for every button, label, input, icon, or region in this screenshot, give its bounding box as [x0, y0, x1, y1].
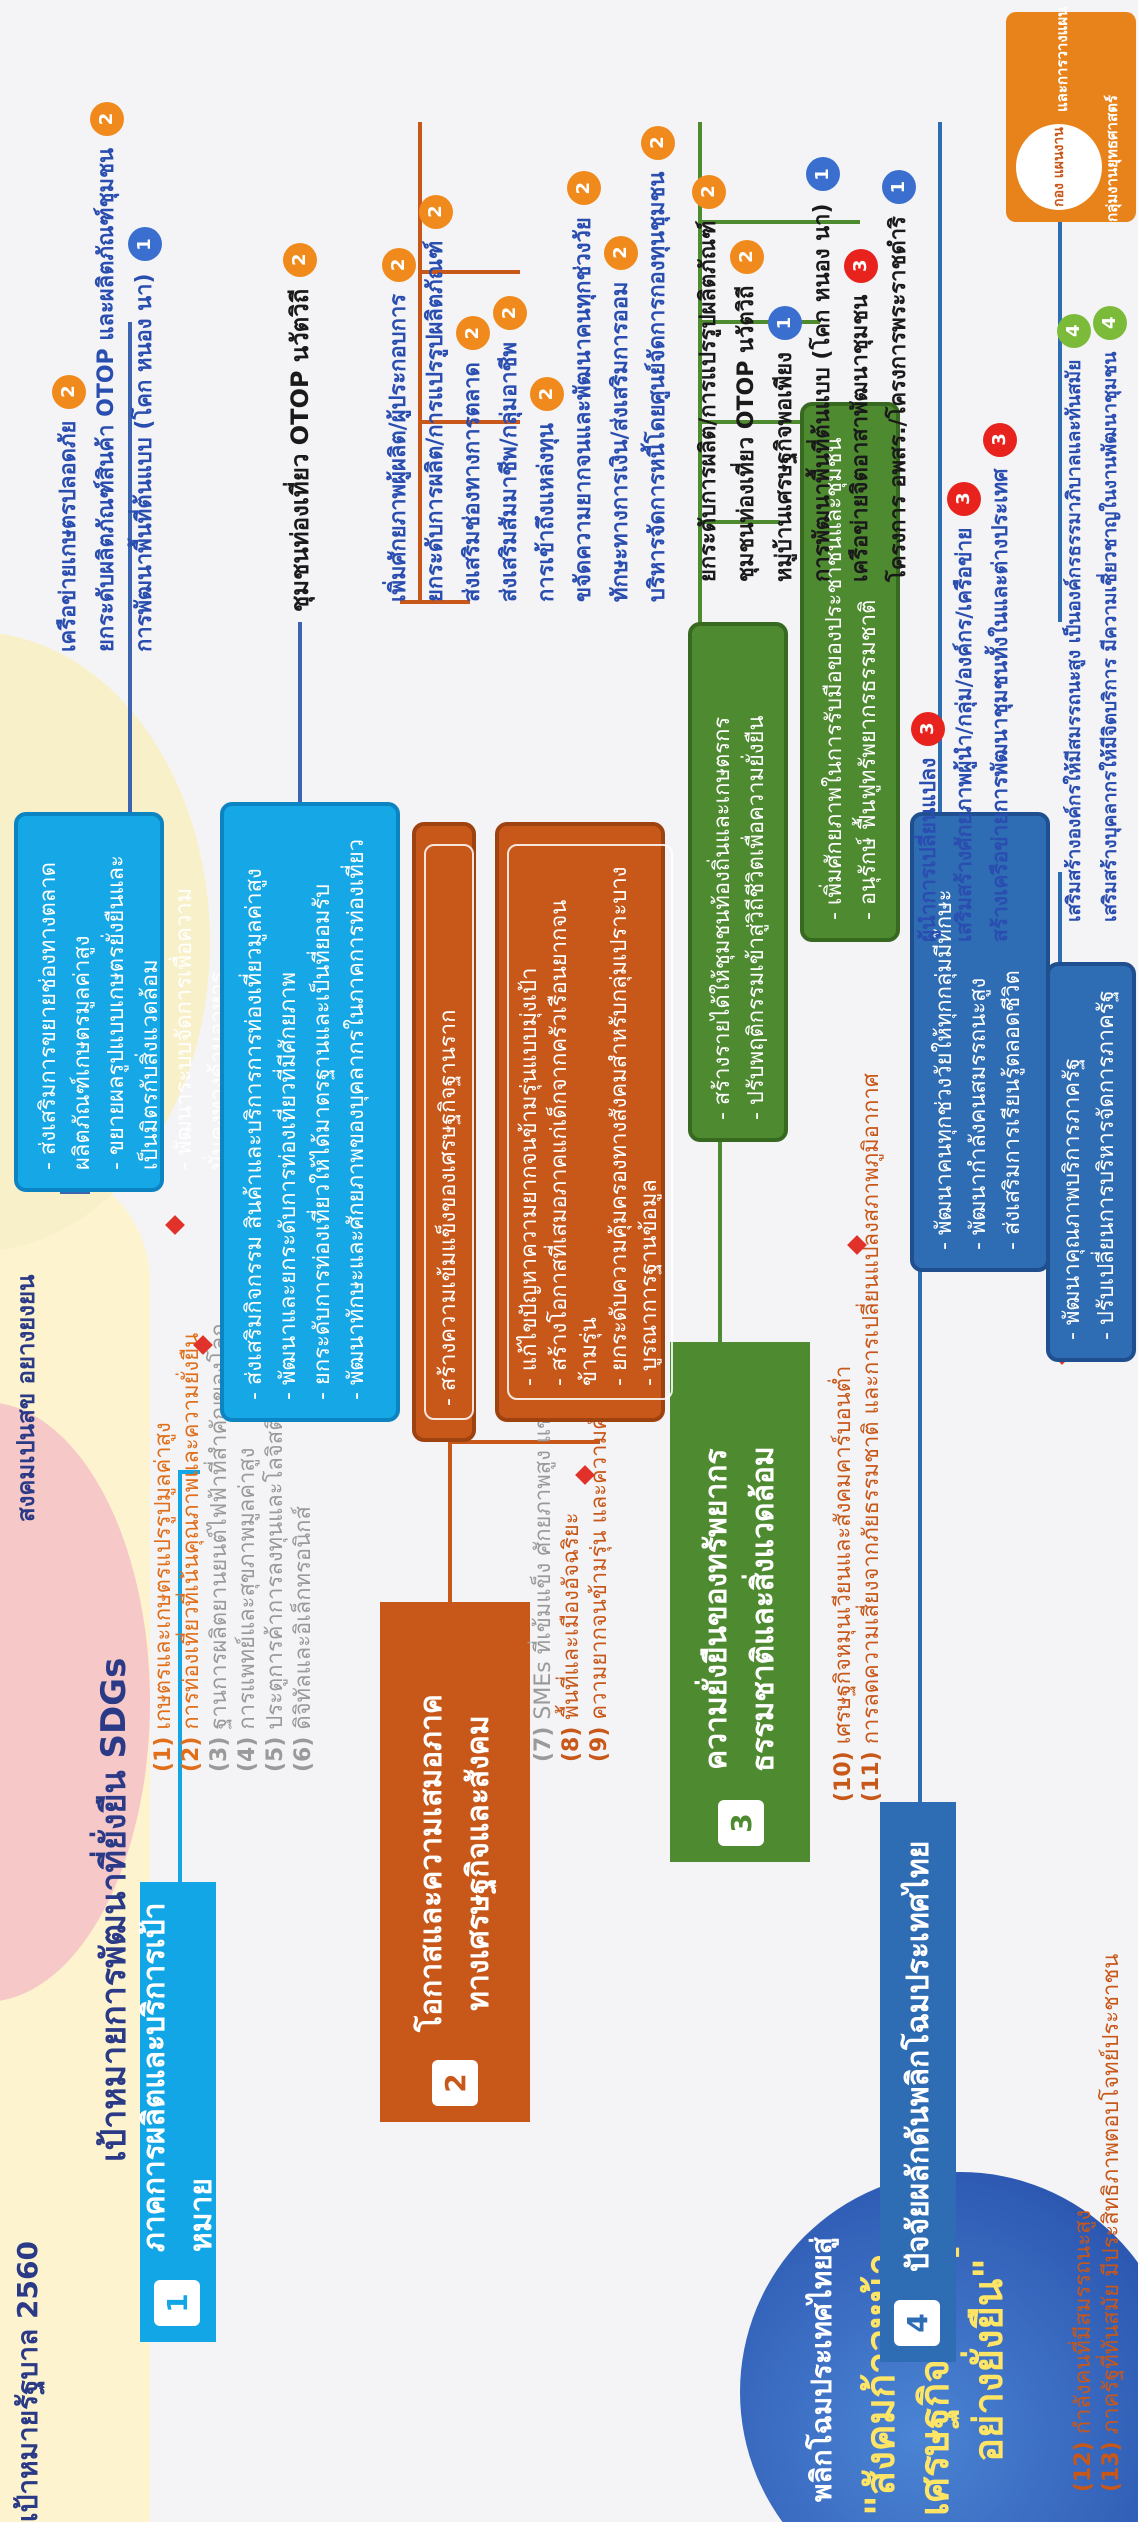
output-item: ชุมชนท่องเที่ยว OTOP นวัตวิถี2 [280, 242, 319, 612]
badge-3: 3 [911, 711, 945, 746]
box-line: - ส่งเสริมการขยายช่องทางตลาดผลิตภัณฑ์เกษ… [36, 862, 95, 1170]
badge-2: 2 [566, 171, 601, 206]
badge-2: 2 [529, 377, 564, 412]
goal-item: (10) เศรษฐกิจหมุนเวียนและสังคมคาร์บอนต่ำ [831, 1365, 856, 1802]
strategy-1-box-b: - ส่งเสริมกิจกรรม สินค้าและบริการการท่อง… [220, 802, 400, 1422]
strategy-1-bar: 1 ภาคการผลิตและบริการเป้าหมาย [137, 1882, 219, 2342]
box-line: - ยกระดับการท่องเที่ยวให้ได้มาตรฐานและเป… [310, 883, 335, 1400]
output-item: ชุมชนท่องเที่ยว OTOP นวัตวิถี2 [728, 157, 766, 582]
output-item: สร้างเครือข่ายการพัฒนาชุมชนทั้งในและต่าง… [982, 422, 1018, 942]
strategy-2-bar: 2 โอกาสและความเสมอภาค ทางเศรษฐกิจและสังค… [380, 1602, 530, 2122]
strategy-1-number: 1 [154, 2280, 200, 2326]
logo-caption-2: และการวางแผน [1053, 6, 1071, 112]
box-line: - ยกระดับความคุ้มครองทางสังคมสำหรับกลุ่ม… [607, 866, 632, 1386]
strategy-4-number: 4 [894, 2300, 940, 2346]
badge-1: 1 [128, 227, 162, 262]
badge-4: 4 [1093, 305, 1127, 340]
box-line: - ส่งเสริมกิจกรรม สินค้าและบริการการท่อง… [242, 868, 267, 1400]
output-item: ยกระดับการผลิต/การแปรรูปผลิตภัณฑ์2 [417, 126, 454, 602]
strategy-3-title-line2: ธรรมชาติและสิ่งแวดล้อม [746, 1446, 781, 1772]
box-line: - แก้ไขปัญหาความยากจนข้ามรุ่นแบบมุ่งเป้า [517, 967, 542, 1386]
badge-2: 2 [52, 374, 86, 409]
logo-mark: กอง แผนงาน [1016, 124, 1102, 210]
logo-caption-1: กลุ่มงานยุทธศาสตร์ [1103, 95, 1121, 222]
badge-3: 3 [947, 481, 981, 516]
goal-item: (13) ภาครัฐที่ทันสมัย มีประสิทธิภาพตอบโจ… [1099, 1953, 1124, 2492]
output-item: เสริมสร้างศักยภาพผู้นำ/กลุ่ม/องค์กร/เครื… [946, 423, 982, 942]
strategy-3-title: ความยั่งยืนของทรัพยากร [699, 1448, 734, 1770]
goal-item: (2) การท่องเที่ยวที่เน้นคุณภาพและความยั่… [179, 1332, 204, 1772]
strategy-1-box-a: - ส่งเสริมการขยายช่องทางตลาดผลิตภัณฑ์เกษ… [14, 812, 231, 1192]
output-item: การพัฒนาพื้นที่ต้นแบบ (โคก หนอง นา)1 [126, 102, 164, 652]
strategy-3-goals: (10) เศรษฐกิจหมุนเวียนและสังคมคาร์บอนต่ำ… [830, 1073, 886, 1802]
badge-1: 1 [882, 170, 916, 205]
outputs-col-d: ยกระดับการผลิต/การแปรรูปผลิตภัณฑ์2 ชุมชน… [690, 157, 918, 582]
badge-3: 3 [983, 422, 1017, 457]
badge-2: 2 [381, 247, 416, 282]
outputs-col-b: ชุมชนท่องเที่ยว OTOP นวัตวิถี2 [280, 242, 319, 612]
output-item: การพัฒนาพื้นที่ต้นแบบ (โคก หนอง นา)1 [804, 157, 842, 582]
box-line: - พัฒนาและยกระดับการท่องเที่ยวที่มีศักยภ… [276, 971, 301, 1400]
badge-2: 2 [692, 174, 726, 209]
output-item: ยกระดับผลิตภัณฑ์สินค้า OTOP และผลิตภัณฑ์… [88, 101, 126, 652]
box-line: - ปรับเปลี่ยนการบริหารจัดการภาครัฐ [1094, 990, 1119, 1340]
badge-1: 1 [768, 306, 802, 341]
goal-item: (11) การลดความเสี่ยงจากภัยธรรมชาติ และกา… [859, 1073, 884, 1802]
badge-2: 2 [640, 125, 675, 160]
badge-3: 3 [844, 248, 878, 283]
output-item: เสริมสร้างองค์กรให้มีสมรรถนะสูง เป็นองค์… [1056, 306, 1092, 922]
strategy-4-bar: 4 ปัจจัยผลักดันพลิกโฉมประเทศไทย [880, 1802, 956, 2362]
badge-2: 2 [418, 194, 453, 229]
box-line: - ขยายผลรูปแบบเกษตรยั่งยืนและเป็นมิตรกับ… [104, 855, 163, 1170]
badge-4: 4 [1057, 313, 1091, 348]
strategy-3-box-a: - สร้างรายได้ให้ชุมชนท้องถิ่นและเกษตรกร … [688, 622, 788, 1142]
box-line: - สร้างรายได้ให้ชุมชนท้องถิ่นและเกษตรกร [710, 716, 735, 1120]
strategy-2-title-line2: ทางเศรษฐกิจและสังคม [461, 1715, 496, 2011]
output-item: เสริมสร้างบุคลากรให้มีจิตบริการ มีความเช… [1092, 305, 1128, 922]
strategy-4-box-b: - พัฒนาคุณภาพบริการภาครัฐ - ปรับเปลี่ยนก… [1046, 962, 1136, 1362]
badge-2: 2 [730, 239, 764, 274]
strategy-3-bar: 3 ความยั่งยืนของทรัพยากร ธรรมชาติและสิ่ง… [670, 1342, 810, 1862]
goal-item: (12) กำลังคนที่มีสมรรถนะสูง [1071, 2209, 1096, 2492]
badge-2: 2 [282, 242, 317, 277]
badge-2: 2 [90, 101, 124, 136]
strategy-1-title: ภาคการผลิตและบริการเป้าหมาย [137, 1902, 219, 2252]
box-line: - สร้างความเข้มแข็งของเศรษฐกิจฐานราก [424, 844, 474, 1420]
strategy-2-box-b: - แก้ไขปัญหาความยากจนข้ามรุ่นแบบมุ่งเป้า… [495, 822, 673, 1422]
outputs-col-f: เสริมสร้างองค์กรให้มีสมรรถนะสูง เป็นองค์… [1056, 305, 1128, 922]
strategy-3-number: 3 [718, 1800, 764, 1846]
goal-item: (1) เกษตรและเกษตรแปรรูปมูลค่าสูง [151, 1422, 176, 1772]
badge-1: 1 [806, 157, 840, 192]
box-line: - ปรับพฤติกรรมเข้าสู่วิถีชีวิตเพื่อความย… [744, 715, 769, 1120]
box-line: - สร้างโอกาสที่เสมอภาคแก่เด็กจากครัวเรือ… [547, 899, 602, 1386]
badge-2: 2 [455, 316, 490, 351]
strategy-4-goals: (12) กำลังคนที่มีสมรรถนะสูง (13) ภาครัฐท… [1070, 1954, 1126, 2492]
output-item: ยกระดับการผลิต/การแปรรูปผลิตภัณฑ์2 [690, 157, 728, 582]
box-line: - พัฒนาทักษะและศักยภาพของบุคลากรในภาคการ… [344, 838, 369, 1400]
strategy-2-number: 2 [432, 2060, 478, 2106]
strategy-4-title: ปัจจัยผลักดันพลิกโฉมประเทศไทย [900, 1840, 936, 2272]
output-item: บริหารจัดการหนี้โดยศูนย์จัดการกองทุนชุมช… [639, 125, 676, 602]
badge-2: 2 [603, 235, 638, 270]
box-line: - พัฒนาคุณภาพบริการภาครัฐ [1060, 1058, 1085, 1340]
strategy-2-title: โอกาสและความเสมอภาค [414, 1694, 449, 2032]
badge-2: 2 [492, 296, 527, 330]
strategy-2-box-a: - สร้างความเข้มแข็งของเศรษฐกิจฐานราก [412, 822, 476, 1442]
box-line: - บูรณาการฐานข้อมูล [637, 1179, 662, 1386]
